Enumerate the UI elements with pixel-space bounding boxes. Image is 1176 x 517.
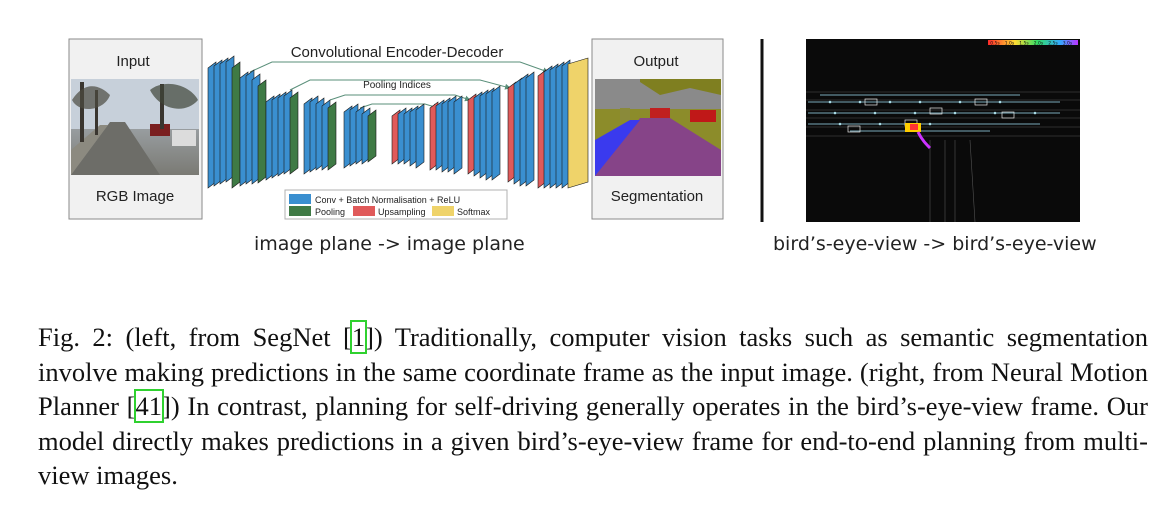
figure-caption: Fig. 2: (left, from SegNet [1]) Traditio… [38,320,1148,493]
legend: Conv + Batch Normalisation + ReLU Poolin… [285,190,507,219]
legend-conv: Conv + Batch Normalisation + ReLU [315,195,460,205]
segmentation-label: Segmentation [611,188,704,205]
output-label: Output [633,53,679,70]
layer-conv [526,72,534,186]
layer-pooling [258,80,266,183]
legend-swatch-conv [289,194,311,204]
caption-rest: ]) In contrast, planning for self-drivin… [38,391,1148,490]
input-label: Input [116,53,150,70]
legend-swatch-pooling [289,206,311,216]
input-box: Input RGB Image [69,39,202,219]
legend-swatch-softmax [432,206,454,216]
subcaption-left: image plane -> image plane [254,233,525,255]
rgb-image [71,79,199,175]
legend-softmax: Softmax [457,207,491,217]
colorbar-tick-label: 1.5s [1019,41,1029,47]
colorbar-tick-label: 2.5s [1048,41,1058,47]
colorbar-tick-label: 3.0s [1063,41,1073,47]
subcaption-right: bird’s-eye-view -> bird’s-eye-view [773,233,1097,255]
legend-upsampling: Upsampling [378,207,426,217]
citation-link-41[interactable]: 41 [136,391,163,421]
caption-prefix: Fig. 2: (left, from SegNet [ [38,322,352,352]
colorbar-tick-label: 2.0s [1034,41,1044,47]
legend-swatch-upsampling [353,206,375,216]
layer-conv [416,104,424,168]
pooling-indices-label: Pooling Indices [363,80,431,91]
colorbar-tick-label: 0.5s [990,41,1000,47]
segmentation-image [595,79,721,176]
citation-link-1[interactable]: 1 [352,322,365,352]
bev-image: 0.5s 1.0s 1.5s 2.0s 2.5s 3.0s [806,39,1080,222]
layer-pooling [328,102,336,170]
layer-conv [454,96,462,174]
layer-pooling [232,62,240,188]
legend-pooling: Pooling [315,207,345,217]
figure: Input RGB Image Convolutional Encoder-De… [0,0,1176,300]
encoder-decoder-title: Convolutional Encoder-Decoder [291,44,504,61]
rgb-image-label: RGB Image [96,188,174,205]
layer-softmax [568,58,588,188]
layer-pooling [368,110,376,162]
colorbar-tick-label: 1.0s [1005,41,1015,47]
output-box: Output Segmentation [592,39,723,219]
layer-conv [492,86,500,180]
layer-pooling [290,92,298,174]
network-layers [208,56,588,188]
